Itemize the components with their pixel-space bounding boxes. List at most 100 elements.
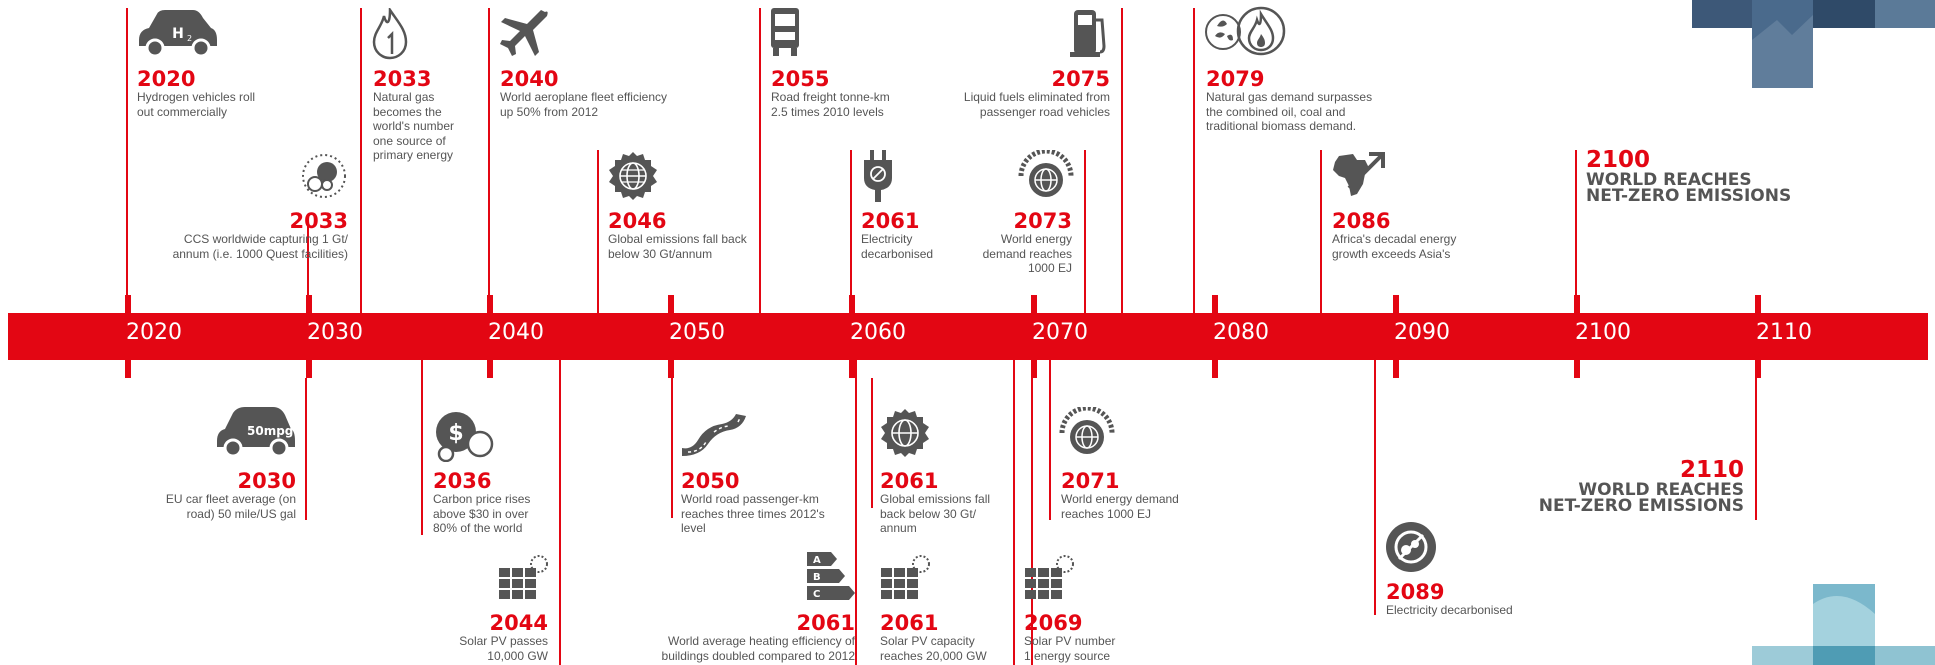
- biomass-flame-icon: [1205, 6, 1286, 56]
- connector-line: [1049, 360, 1051, 520]
- event-year: 2100: [1586, 147, 1651, 173]
- africa-arrow-icon: [1333, 152, 1385, 196]
- connector-line: [305, 378, 307, 520]
- event-text: Electricity decarbonised: [1386, 603, 1513, 617]
- tick-2080: [1212, 295, 1218, 313]
- rating-b: B: [813, 572, 821, 583]
- event-text: Africa's decadal energy growth exceeds A…: [1332, 232, 1457, 261]
- event-text: Natural gas becomes the world's number o…: [373, 90, 454, 162]
- tick-2070: [1031, 295, 1037, 313]
- rating-c: C: [813, 589, 820, 600]
- event-2071-energy-demand: 2071 World energy demand reaches 1000 EJ: [1061, 470, 1291, 521]
- solar-panel-icon: [1025, 555, 1074, 599]
- event-text: Road freight tonne-km 2.5 times 2010 lev…: [771, 90, 890, 119]
- event-text: World energy demand reaches 1000 EJ: [1061, 492, 1179, 521]
- decade-label: 2030: [307, 320, 363, 345]
- tick-2050-down: [668, 360, 674, 378]
- connector-line: [850, 150, 852, 295]
- tick-2050: [668, 295, 674, 313]
- event-2110-net-zero: 2110 WORLD REACHES NET-ZERO EMISSIONS: [1512, 458, 1744, 515]
- event-text: Natural gas demand surpasses the combine…: [1206, 90, 1373, 133]
- event-text: Electricity decarbonised: [861, 232, 934, 261]
- event-2073-energy-demand: 2073 World energy demand reaches 1000 EJ: [842, 210, 1072, 276]
- aeroplane-icon: [500, 10, 548, 56]
- event-2100-net-zero: 2100 WORLD REACHES NET-ZERO EMISSIONS: [1586, 147, 1816, 206]
- event-2061-heating: 2061 World average heating efficiency of…: [625, 612, 855, 663]
- event-year: 2061: [796, 611, 855, 635]
- hydrogen-car-icon: H 2: [139, 10, 217, 58]
- tick-2030-down: [306, 360, 312, 378]
- event-2030-eu-car: 2030 EU car fleet average (on road) 50 m…: [66, 470, 296, 521]
- solar-panel-icon: [499, 555, 548, 599]
- event-year: 2046: [608, 209, 667, 233]
- event-text: Solar PV passes 10,000 GW: [459, 634, 548, 663]
- tick-2100: [1574, 295, 1580, 313]
- event-year: 2020: [137, 67, 196, 91]
- event-year: 2069: [1024, 611, 1083, 635]
- ocean-photo-tiles: [1752, 584, 1935, 665]
- event-year: 2073: [1013, 209, 1072, 233]
- event-text: Global emissions fall back below 30 Gt/ …: [880, 492, 991, 535]
- carbon-price-icon: $: [436, 412, 494, 462]
- event-year: 2044: [489, 611, 548, 635]
- connector-line: [1121, 8, 1123, 313]
- no-emissions-icon: [1386, 522, 1436, 572]
- connector-line: [126, 8, 128, 295]
- event-2020-hydrogen: 2020 Hydrogen vehicles roll out commerci…: [137, 68, 367, 119]
- connector-line: [421, 360, 423, 535]
- badge-dollar: $: [448, 421, 463, 446]
- event-headline: NET-ZERO EMISSIONS: [1586, 186, 1792, 206]
- event-2061-emissions: 2061 Global emissions fall back below 30…: [880, 470, 1110, 536]
- connector-line: [1374, 360, 1376, 615]
- connector-line: [1031, 378, 1033, 665]
- event-text: World energy demand reaches 1000 EJ: [982, 232, 1072, 275]
- globe-icon: [881, 409, 929, 457]
- connector-line: [1084, 150, 1086, 313]
- event-2061-electricity: 2061 Electricity decarbonised: [861, 210, 1091, 261]
- connector-line: [360, 8, 362, 313]
- decade-label: 2090: [1394, 320, 1450, 345]
- rating-a: A: [813, 555, 821, 566]
- connector-line: [1575, 150, 1577, 295]
- decade-label: 2110: [1756, 320, 1812, 345]
- decade-label: 2060: [850, 320, 906, 345]
- tick-2110: [1755, 295, 1761, 313]
- tick-2020: [125, 295, 131, 313]
- event-2040-aeroplane: 2040 World aeroplane fleet efficiency up…: [500, 68, 730, 119]
- event-text: World aeroplane fleet efficiency up 50% …: [500, 90, 667, 119]
- connector-line: [488, 8, 490, 295]
- event-year: 2086: [1332, 209, 1391, 233]
- tick-2090: [1393, 295, 1399, 313]
- tick-2080-down: [1212, 360, 1218, 378]
- connector-line: [671, 378, 673, 518]
- tick-2090-down: [1393, 360, 1399, 378]
- event-2079-gas-demand: 2079 Natural gas demand surpasses the co…: [1206, 68, 1436, 134]
- event-2050-road-passenger: 2050 World road passenger-km reaches thr…: [681, 470, 911, 536]
- event-2089-electricity: 2089 Electricity decarbonised: [1386, 581, 1616, 618]
- ccs-icon: [302, 154, 346, 198]
- tick-2110-down: [1755, 360, 1761, 378]
- event-2033-ccs: 2033 CCS worldwide capturing 1 Gt/ annum…: [118, 210, 348, 261]
- decade-label: 2080: [1213, 320, 1269, 345]
- globe-gauge-icon: [1018, 150, 1074, 197]
- connector-line: [1193, 8, 1195, 313]
- event-year: 2050: [681, 469, 740, 493]
- event-2055-road-freight: 2055 Road freight tonne-km 2.5 times 201…: [771, 68, 1001, 119]
- plug-icon: [864, 150, 892, 202]
- connector-line: [307, 225, 309, 295]
- event-year: 2055: [771, 67, 830, 91]
- tick-2030: [306, 295, 312, 313]
- event-year: 2071: [1061, 469, 1120, 493]
- svg-text:2: 2: [187, 34, 192, 43]
- event-text: CCS worldwide capturing 1 Gt/ annum (i.e…: [172, 232, 348, 261]
- event-year: 2033: [289, 209, 348, 233]
- event-2046-emissions: 2046 Global emissions fall back below 30…: [608, 210, 838, 261]
- svg-text:H: H: [172, 26, 184, 42]
- event-year: 2061: [880, 611, 939, 635]
- event-year: 2089: [1386, 580, 1445, 604]
- connector-line: [1755, 378, 1757, 520]
- event-year: 2075: [1051, 67, 1110, 91]
- event-headline: WORLD REACHES: [1578, 480, 1744, 500]
- event-2044-solar-pv: 2044 Solar PV passes 10,000 GW: [318, 612, 548, 663]
- truck-icon: [771, 8, 799, 56]
